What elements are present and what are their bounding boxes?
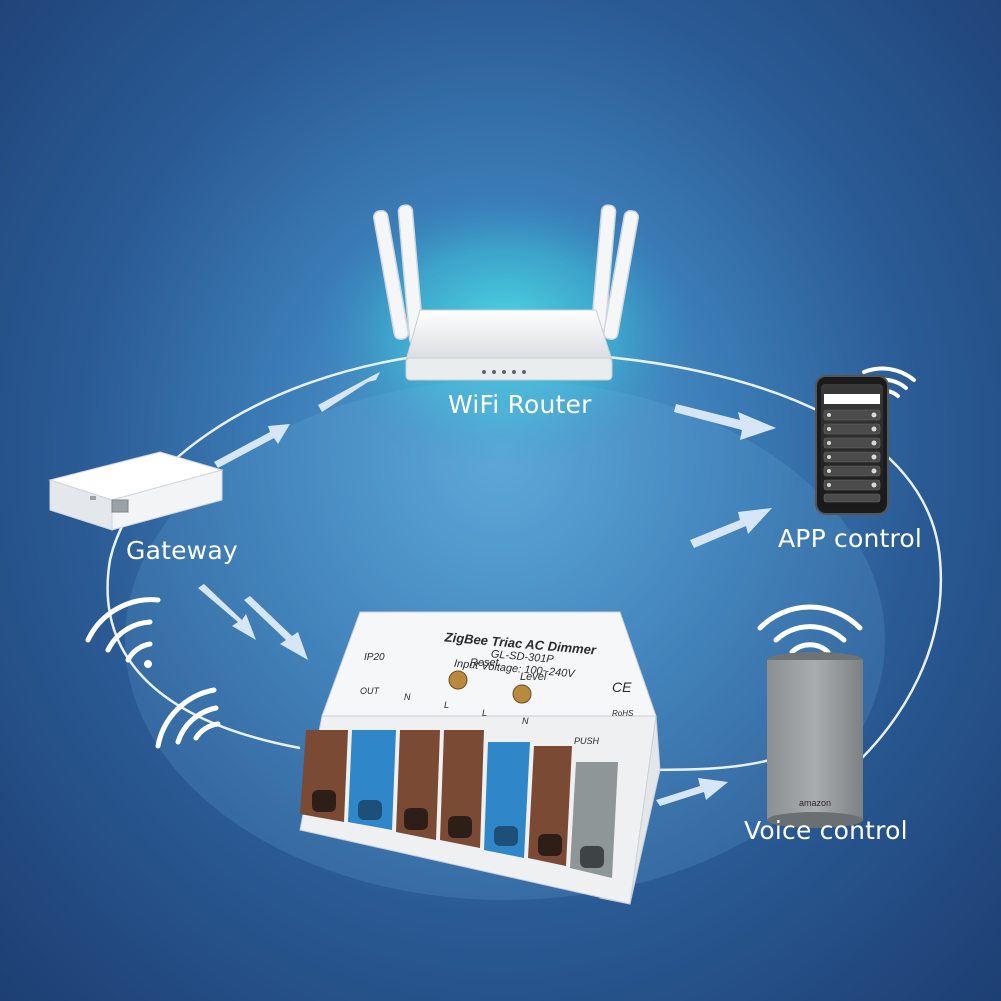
device-ip-rating: IP20	[364, 652, 385, 663]
smart-speaker-image: amazon	[767, 652, 863, 828]
terminal-label-n: N	[404, 692, 411, 702]
zigbee-dimmer-device-image: ZigBee Triac AC Dimmer GL-SD-301P Input …	[299, 611, 661, 905]
gateway-image	[48, 451, 224, 531]
terminal-label-l: L	[444, 700, 449, 710]
device-reset-label: Reset	[470, 657, 500, 669]
terminal-label-out: OUT	[360, 686, 381, 696]
device-ce-mark: CE	[612, 679, 632, 695]
wifi-waves-speaker-icon	[757, 604, 863, 655]
wifi-router-label: WiFi Router	[448, 390, 592, 419]
router-antenna	[373, 209, 409, 341]
arrow-app-to-router	[690, 508, 772, 548]
voice-control-label: Voice control	[744, 816, 908, 845]
terminal-label-n: N	[522, 716, 529, 726]
device-model: GL-SD-301P	[490, 648, 554, 666]
gateway-ethernet-port	[111, 499, 129, 513]
arrow-voice-to-device	[656, 778, 728, 806]
wifi-router-image	[373, 204, 639, 381]
arrow-gateway-to-device	[198, 584, 256, 640]
arrow-gateway-to-router	[318, 372, 380, 412]
device-level-label: Level	[520, 671, 547, 683]
speaker-brand-logo: amazon	[799, 798, 831, 808]
level-screw	[512, 684, 532, 704]
terminal-brown	[528, 746, 572, 866]
wifi-waves-left-lower-icon	[155, 687, 221, 749]
arrow-device-to-gateway	[244, 596, 308, 660]
wifi-waves-left-icon	[85, 597, 161, 668]
app-control-label: APP control	[778, 524, 923, 553]
arrow-router-to-app	[674, 404, 776, 440]
terminal-label-l: L	[482, 708, 487, 718]
router-antenna	[603, 209, 639, 341]
smartphone-image	[815, 375, 889, 515]
gateway-label: Gateway	[126, 536, 238, 565]
device-rohs-mark: RoHS	[612, 709, 634, 718]
flow-arrows	[198, 372, 776, 806]
reset-screw	[448, 670, 468, 690]
arrow-router-to-gateway	[214, 424, 290, 468]
device-push-label: PUSH	[574, 736, 600, 746]
